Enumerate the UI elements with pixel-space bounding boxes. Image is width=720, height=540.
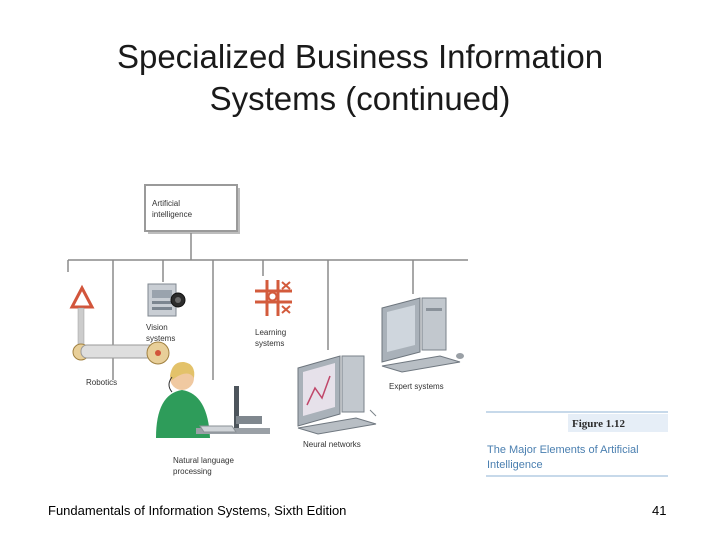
label-expert: Expert systems bbox=[389, 382, 444, 391]
connector-lines bbox=[67, 233, 468, 380]
robotics-arm-icon bbox=[69, 284, 170, 365]
slide-title-line1: Specialized Business Information bbox=[116, 38, 604, 75]
slide-title-line2: Systems (continued) bbox=[209, 80, 511, 117]
label-vision-line1: Vision bbox=[146, 323, 168, 332]
page-number: 41 bbox=[652, 503, 667, 518]
label-learning-line1: Learning bbox=[255, 328, 286, 337]
label-vision-line2: systems bbox=[146, 334, 175, 343]
slide-title: Specialized Business Information Systems… bbox=[40, 36, 680, 120]
figure-caption: Figure 1.12 The Major Elements of Artifi… bbox=[486, 411, 668, 477]
natural-language-person-icon bbox=[156, 361, 270, 438]
label-robotics: Robotics bbox=[86, 378, 117, 387]
expert-systems-computer-icon bbox=[381, 297, 464, 373]
label-nlp-line1: Natural language bbox=[173, 456, 234, 465]
learning-tic-tac-toe-icon bbox=[255, 280, 292, 316]
label-nlp-line2: processing bbox=[173, 467, 212, 476]
vision-camera-icon bbox=[147, 283, 186, 317]
footer-text: Fundamentals of Information Systems, Six… bbox=[48, 503, 347, 518]
ai-elements-diagram: Artificial intelligence Robotics Vision … bbox=[67, 184, 668, 477]
root-node-artificial-intelligence: Artificial intelligence bbox=[144, 184, 240, 234]
root-label-line1: Artificial bbox=[152, 199, 180, 208]
figure-caption-line2: Intelligence bbox=[487, 459, 543, 471]
figure-caption-line1: The Major Elements of Artificial bbox=[487, 444, 639, 456]
neural-networks-computer-icon bbox=[297, 355, 377, 435]
figure-number: Figure 1.12 bbox=[572, 418, 625, 430]
label-neural: Neural networks bbox=[303, 440, 361, 449]
root-label-line2: intelligence bbox=[152, 210, 193, 219]
label-learning-line2: systems bbox=[255, 339, 284, 348]
